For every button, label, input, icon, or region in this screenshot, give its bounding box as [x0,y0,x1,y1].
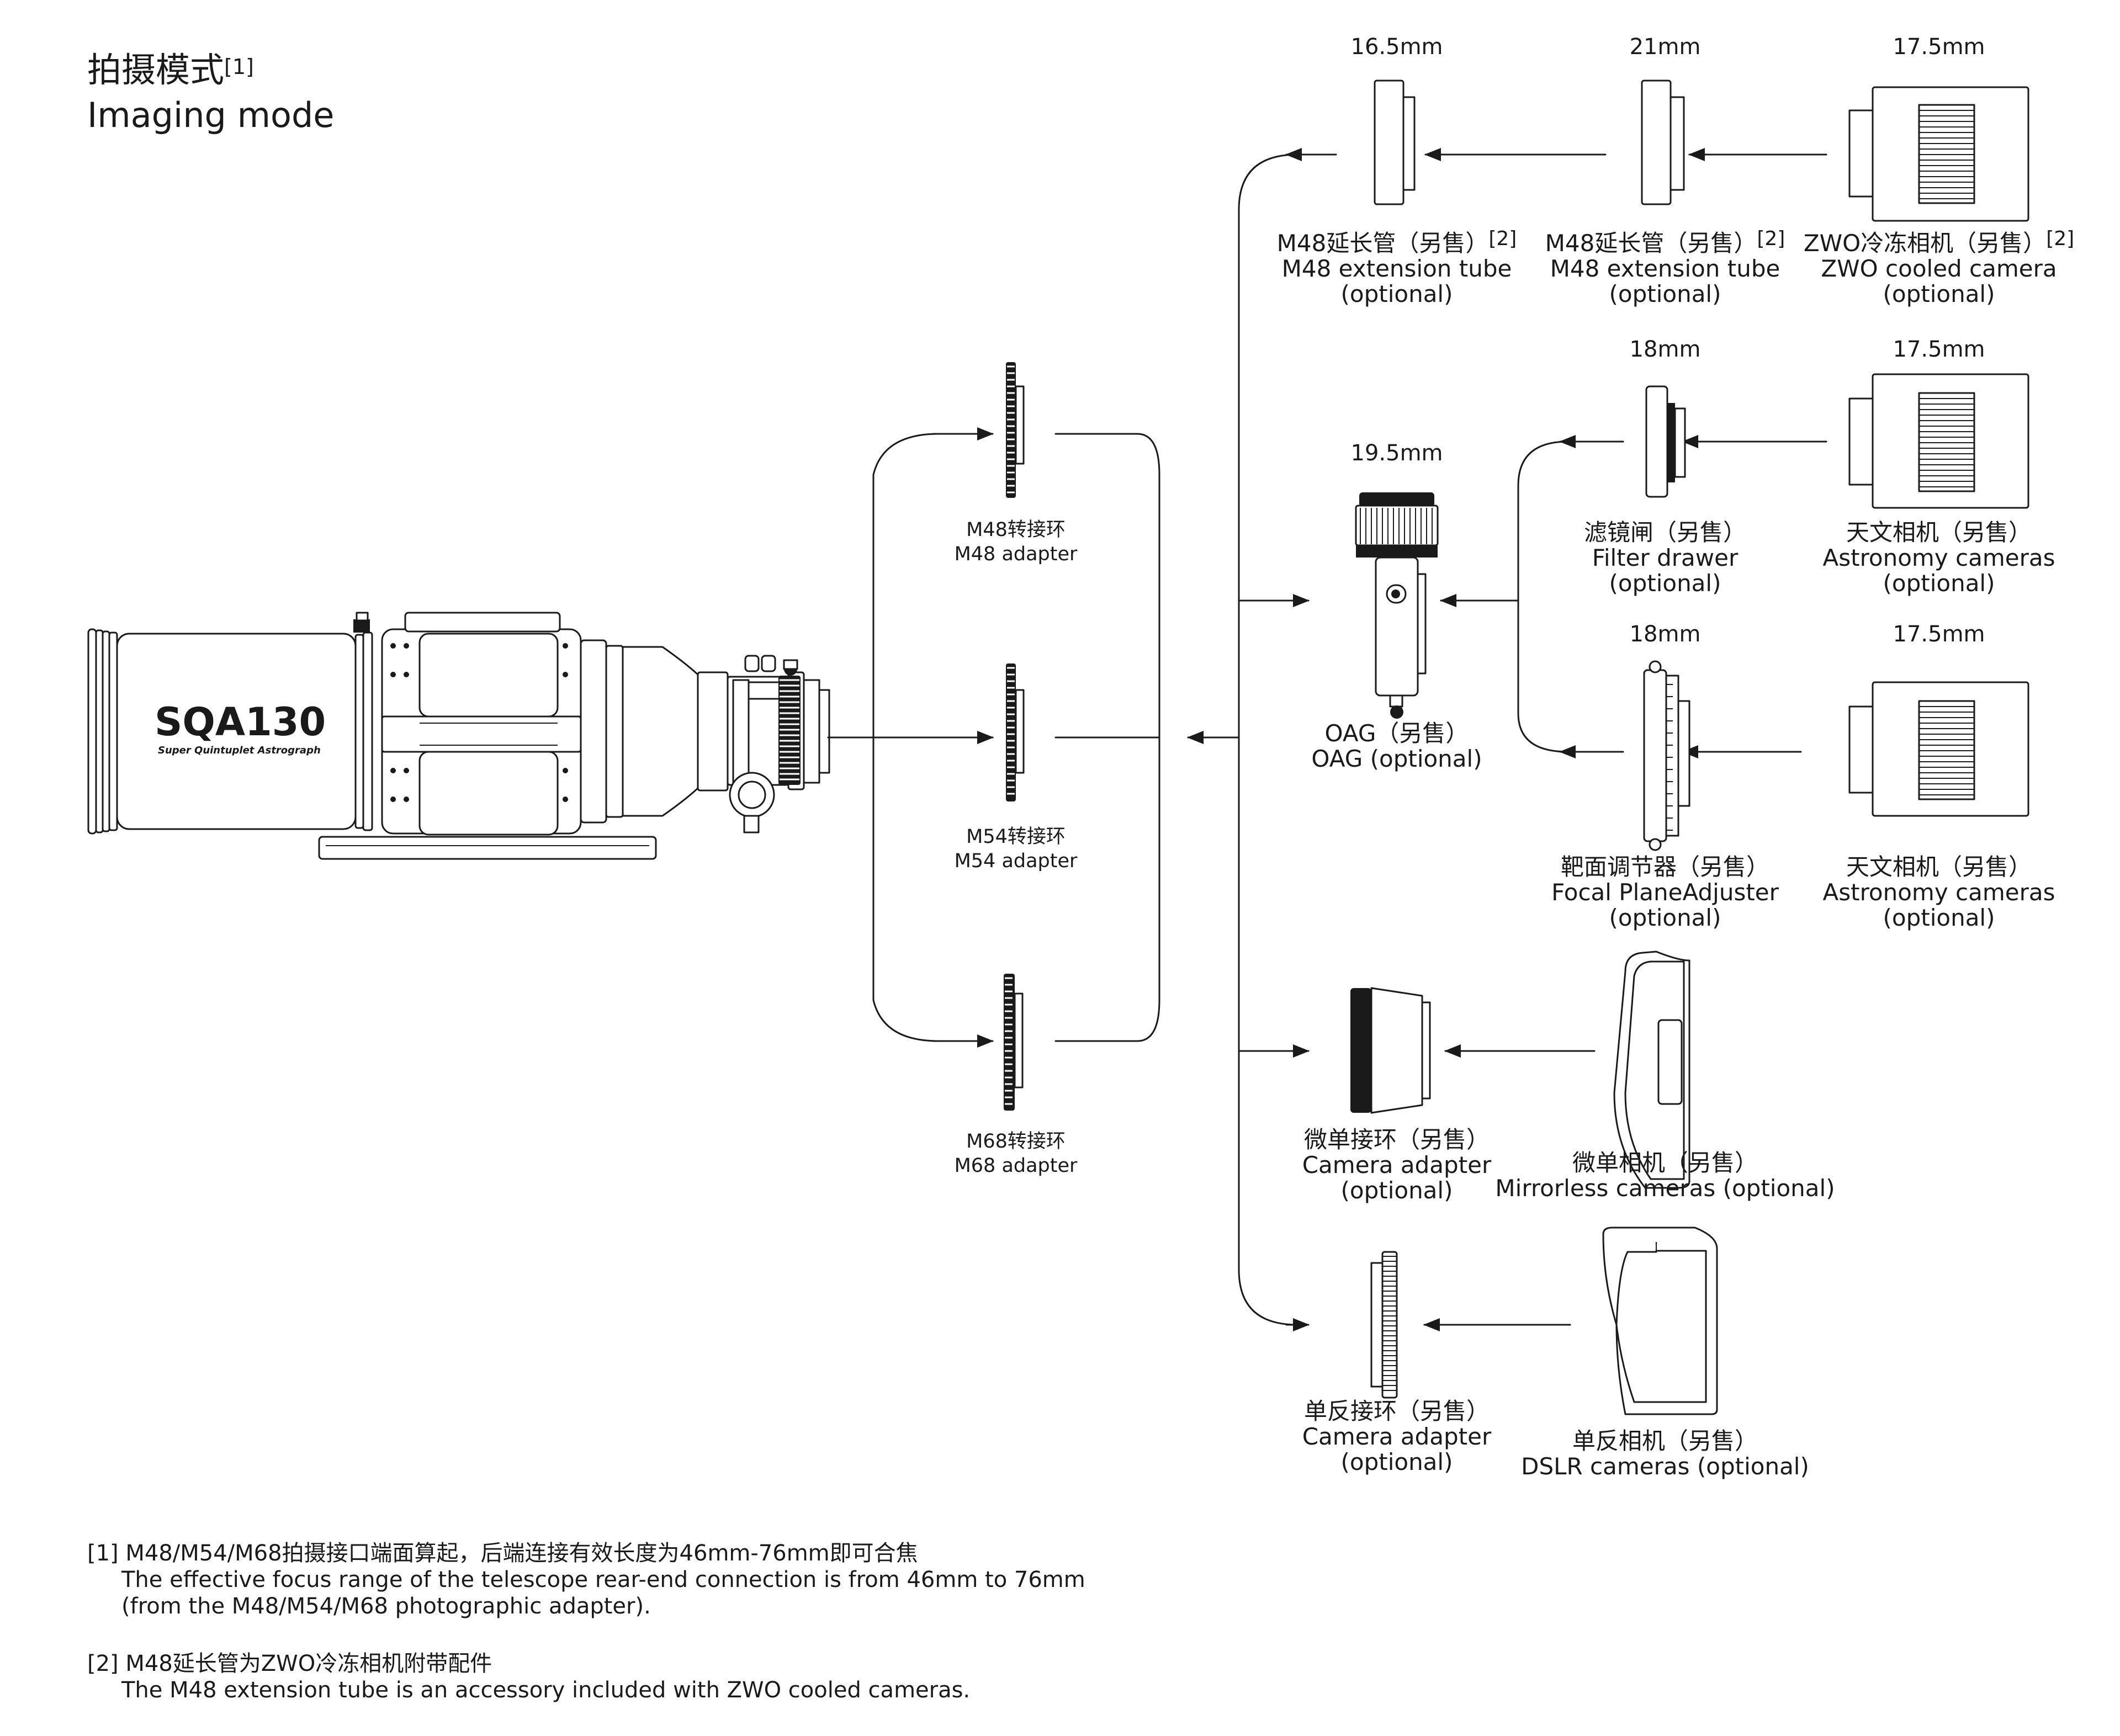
m48-extension-tube-2-drawing [1641,79,1685,205]
label-mirrorless-adapter: 微单接环（另售）Camera adapter(optional) [1302,1126,1492,1204]
dslr-camera-drawing [1602,1227,1718,1415]
m48-extension-tube-1-drawing [1374,79,1416,205]
dim-ext2: 21mm [1629,34,1701,60]
footnote-1: [1] M48/M54/M68拍摄接口端面算起，后端连接有效长度为46mm-76… [87,1541,1085,1619]
label-ext1: M48延长管（另售）[2] M48 extension tube(optiona… [1276,227,1517,307]
telescope-subtitle: Super Quintuplet Astrograph [158,745,321,756]
m48-adapter-drawing [1006,362,1025,498]
m68-adapter-drawing [1004,974,1024,1111]
label-zwo-cam: ZWO冷冻相机（另售）[2] ZWO cooled camera(optiona… [1803,227,2075,307]
page-title-en: Imaging mode [87,95,335,135]
astronomy-camera-2-drawing [1848,681,2029,817]
telescope-drawing: SQA130 Super Quintuplet Astrograph [87,612,830,860]
dim-oag: 19.5mm [1350,440,1443,466]
label-mirrorless-cam: 微单相机（另售）Mirrorless cameras (optional) [1495,1149,1835,1202]
focal-plane-adjuster-drawing [1643,660,1690,851]
mirrorless-adapter-drawing [1350,987,1431,1114]
label-astro-cam-2: 天文相机（另售）Astronomy cameras(optional) [1822,853,2055,931]
dim-zwo-cam: 17.5mm [1893,34,1985,60]
label-filter-drawer: 滤镜闸（另售）Filter drawer(optional) [1583,519,1747,597]
dim-astro-cam-1: 17.5mm [1893,337,1985,362]
label-dslr-cam: 单反相机（另售）DSLR cameras (optional) [1521,1427,1809,1480]
label-oag: OAG（另售）OAG (optional) [1311,720,1482,772]
mirrorless-camera-drawing [1613,951,1690,1189]
label-dslr-adapter: 单反接环（另售）Camera adapter(optional) [1302,1398,1492,1475]
label-astro-cam-1: 天文相机（另售）Astronomy cameras(optional) [1822,519,2055,597]
dim-filter-drawer: 18mm [1629,337,1701,362]
dim-fpa: 18mm [1629,622,1701,647]
label-fpa: 靶面调节器（另售）Focal PlaneAdjuster(optional) [1551,853,1779,931]
dim-astro-cam-2: 17.5mm [1893,622,1985,647]
astronomy-camera-1-drawing [1848,373,2029,509]
dim-ext1: 16.5mm [1350,34,1443,60]
dslr-adapter-drawing [1370,1251,1398,1399]
filter-drawer-drawing [1645,385,1686,498]
oag-drawing [1355,492,1439,719]
telescope-brand: SQA130 [155,699,326,745]
footnote-2: [2] M48延长管为ZWO冷冻相机附带配件 The M48 extension… [87,1651,971,1703]
zwo-cooled-camera-drawing [1848,86,2029,222]
page-title-zh: 拍摄模式[1] [87,50,254,90]
m54-adapter-drawing [1006,663,1025,801]
label-ext2: M48延长管（另售）[2] M48 extension tube(optiona… [1545,227,1785,307]
